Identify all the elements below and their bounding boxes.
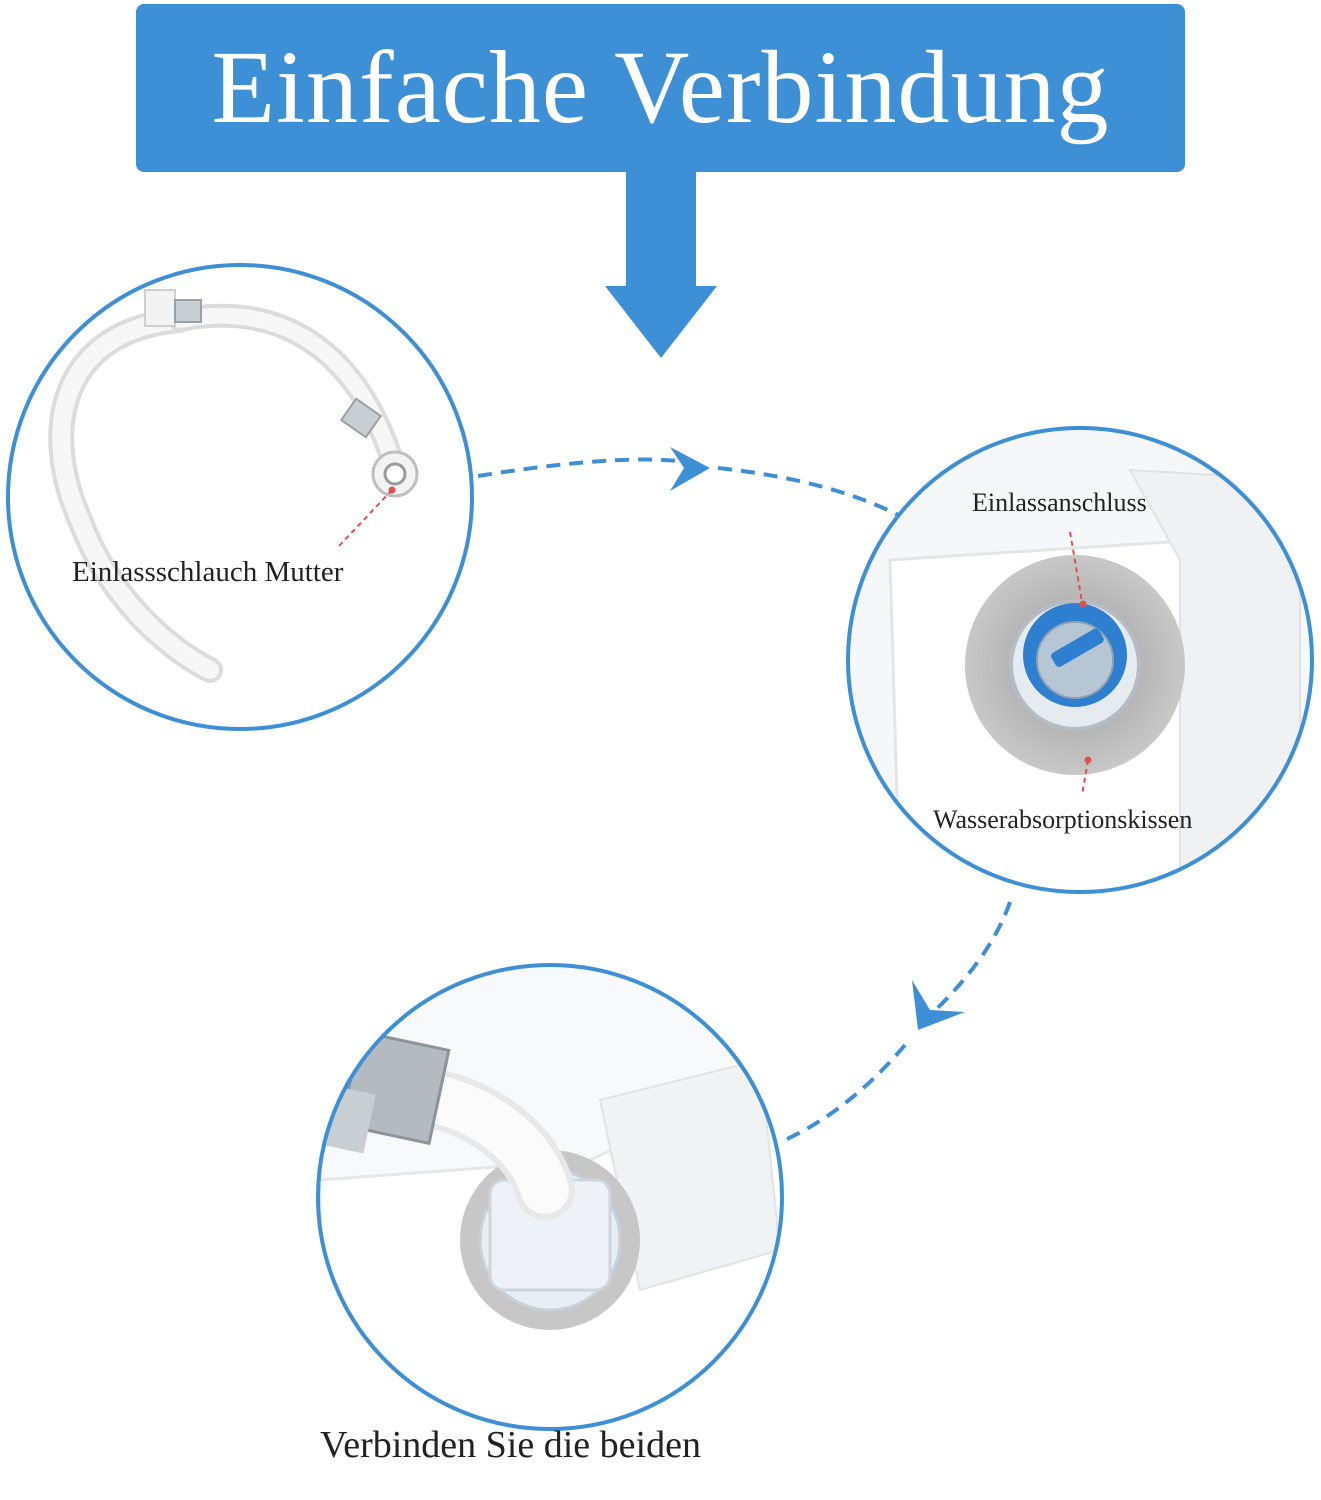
absorption-pad-label: Wasserabsorptionskissen bbox=[933, 805, 1193, 834]
inlet-connector-callout-line bbox=[1069, 531, 1087, 608]
hose-nut-callout-line bbox=[337, 486, 396, 548]
connected-circle bbox=[316, 963, 784, 1431]
bottom-caption: Verbinden Sie die beiden bbox=[320, 1424, 701, 1466]
absorption-pad-callout-line bbox=[1081, 756, 1092, 796]
connected-hose-image bbox=[318, 965, 782, 1429]
inlet-connector-image bbox=[848, 428, 1312, 892]
inlet-connector-label: Einlassanschluss bbox=[972, 488, 1147, 517]
down-arrow-icon bbox=[605, 172, 717, 358]
hose-nut-label: Einlassschlauch Mutter bbox=[72, 556, 344, 588]
title-text: Einfache Verbindung bbox=[211, 30, 1110, 145]
inlet-connector-circle bbox=[846, 426, 1314, 894]
dashed-flow-arrow-icon bbox=[784, 901, 1012, 1142]
hose-circle bbox=[6, 263, 474, 731]
dashed-flow-arrow-icon bbox=[477, 447, 901, 518]
title-banner: Einfache Verbindung bbox=[136, 4, 1185, 172]
inlet-hose-image bbox=[48, 289, 419, 683]
